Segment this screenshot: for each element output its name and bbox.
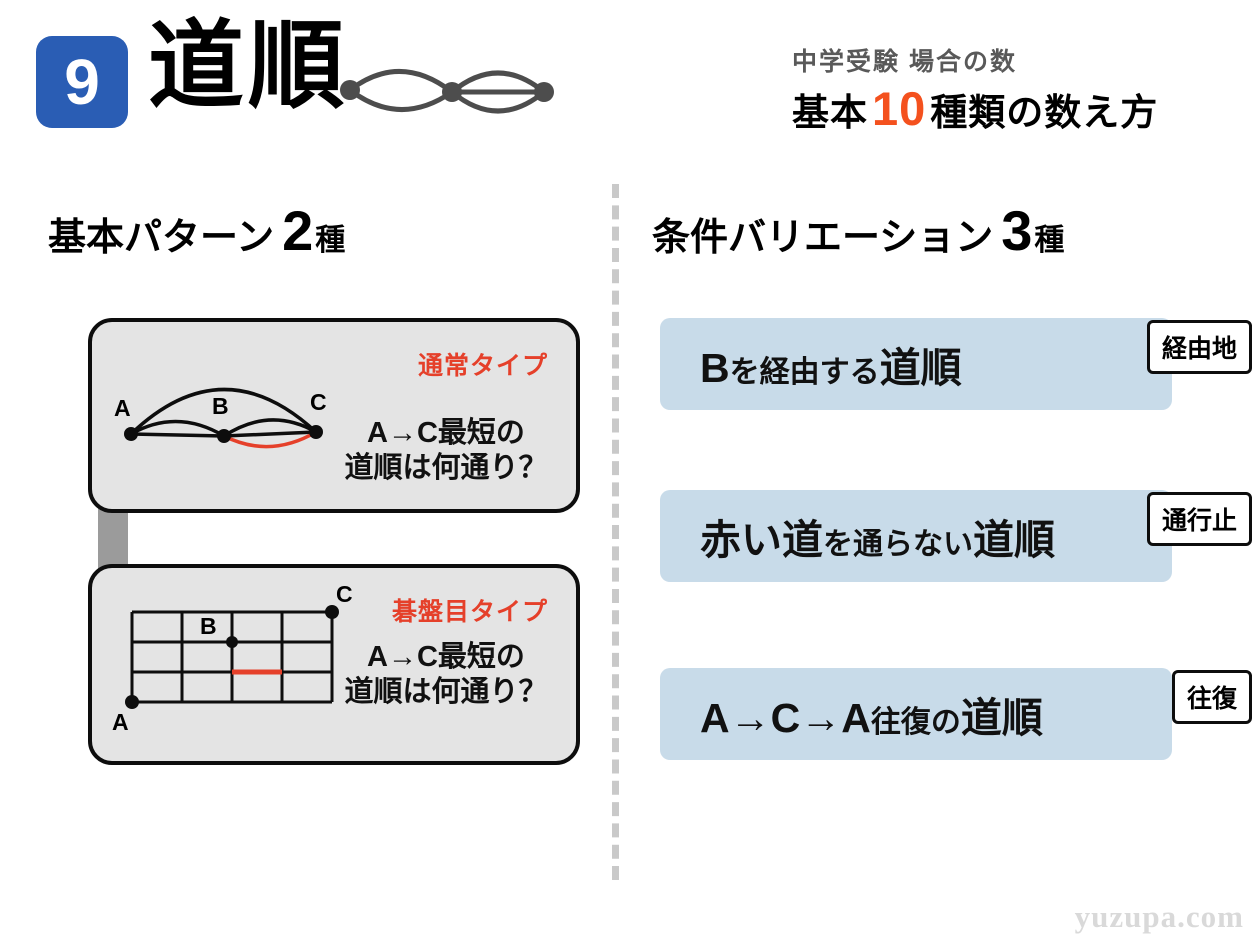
normal-type-label: 通常タイプ	[417, 352, 548, 380]
vertical-dashed-divider	[612, 184, 619, 880]
badge-road-closed: 通行止	[1146, 492, 1252, 546]
icon-node-right	[534, 82, 554, 102]
node-b-dot	[226, 636, 238, 648]
icon-node-left	[340, 80, 360, 100]
grid-type-question: A→C最短の 道順は何通り？	[326, 640, 566, 711]
variation-text-segment: A→C→A	[700, 695, 871, 741]
grid-type-box: 碁盤目タイプ C B A A→C最短の 道順は何通り？	[88, 564, 580, 765]
icon-node-middle	[442, 82, 462, 102]
badge-round-trip: 往復	[1171, 670, 1252, 724]
variation-text: Bを経由する道順	[700, 334, 962, 394]
lesson-number-badge: 9	[36, 36, 128, 128]
node-c-dot	[309, 425, 323, 439]
variation-item-round-trip: A→C→A往復の道順 往復	[660, 668, 1252, 760]
normal-type-box: 通常タイプ A B C A→C最短の 道順は何通り？	[88, 318, 580, 513]
normal-type-graph: A B C	[114, 387, 327, 449]
node-a-label: A	[114, 395, 131, 421]
normal-type-question: A→C最短の 道順は何通り？	[326, 416, 566, 487]
page-title: 道順	[148, 13, 348, 120]
series-title-number: 10	[872, 82, 927, 135]
basic-patterns-heading: 基本パターン 2 種	[48, 198, 345, 263]
variation-text-segment: 往復の	[870, 706, 961, 739]
condition-variations-heading-text: 条件バリエーション	[652, 217, 994, 259]
red-road-edge	[223, 430, 317, 449]
node-b-dot	[217, 429, 231, 443]
series-label: 中学受験 場合の数	[792, 48, 1017, 76]
variation-item-road-closed: 赤い道を通らない道順 通行止	[660, 490, 1252, 582]
badge-via-point: 経由地	[1146, 320, 1252, 374]
series-title-prefix: 基本	[792, 92, 868, 133]
node-c-label: C	[336, 582, 353, 607]
route-graph-icon	[340, 69, 554, 114]
question-line2: 道順は何通り？	[344, 452, 548, 485]
condition-variations-heading-unit: 種	[1034, 224, 1065, 257]
variation-text-segment: B	[700, 345, 730, 391]
node-b-label: B	[212, 393, 229, 419]
variation-text-segment: 道順	[879, 345, 962, 391]
question-line1: A→C最短の	[367, 641, 525, 673]
basic-patterns-heading-count: 2	[282, 199, 314, 262]
variation-text-segment: 道順	[960, 695, 1043, 741]
variation-text-segment: を通らない	[823, 528, 973, 561]
variation-text: 赤い道を通らない道順	[700, 506, 1055, 566]
node-a-dot	[125, 695, 139, 709]
basic-patterns-heading-unit: 種	[315, 224, 346, 257]
question-line1: A→C最短の	[367, 417, 525, 449]
grid-lines	[130, 610, 334, 704]
variation-text-segment: 赤い道	[700, 517, 823, 563]
question-line2: 道順は何通り？	[344, 676, 548, 709]
variation-text-segment: 道順	[973, 517, 1055, 563]
node-a-label: A	[112, 709, 129, 735]
variation-text: A→C→A往復の道順	[700, 684, 1043, 744]
icon-edges	[348, 69, 546, 114]
basic-patterns-heading-text: 基本パターン	[48, 217, 275, 259]
node-c-label: C	[310, 389, 327, 415]
node-b-label: B	[200, 613, 217, 639]
series-title-suffix: 種類の数え方	[930, 92, 1159, 133]
node-a-dot	[124, 427, 138, 441]
watermark: yuzupa.com	[1074, 899, 1244, 934]
condition-variations-heading: 条件バリエーション 3 種	[652, 198, 1064, 263]
condition-variations-heading-count: 3	[1001, 199, 1033, 262]
grid-type-graph: C B A	[112, 582, 353, 735]
node-c-dot	[325, 605, 339, 619]
variation-item-via-point: Bを経由する道順 経由地	[660, 318, 1252, 410]
grid-type-label: 碁盤目タイプ	[391, 598, 548, 626]
box-connector	[98, 505, 128, 571]
variation-text-segment: を経由する	[729, 356, 880, 389]
graph-edges	[129, 387, 318, 449]
